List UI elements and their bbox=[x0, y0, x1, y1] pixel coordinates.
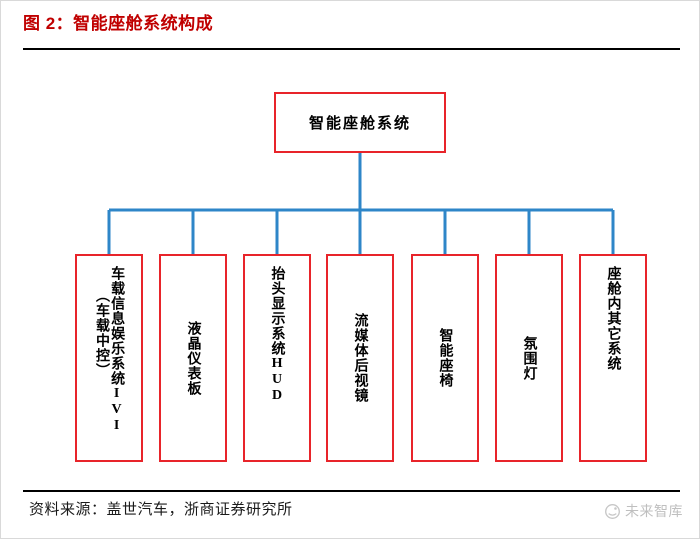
node-leaf-smart-seat-label: 智能座椅 bbox=[437, 328, 453, 388]
node-leaf-lcd-cluster-text: 液晶仪表板 bbox=[161, 256, 225, 460]
node-leaf-ivi-text: 车载信息娱乐系统IVI （车载中控） bbox=[77, 256, 141, 460]
node-leaf-ambient-light-text: 氛围灯 bbox=[497, 256, 561, 460]
node-leaf-smart-seat[interactable]: 智能座椅 bbox=[411, 254, 479, 462]
node-leaf-streaming-mirror-label: 流媒体后视镜 bbox=[352, 313, 368, 403]
node-leaf-other-systems[interactable]: 座舱内其它系统 bbox=[579, 254, 647, 462]
node-leaf-other-systems-text: 座舱内其它系统 bbox=[581, 256, 645, 460]
node-leaf-ambient-light-label: 氛围灯 bbox=[521, 335, 537, 381]
node-leaf-ambient-light[interactable]: 氛围灯 bbox=[495, 254, 563, 462]
watermark: 未来智库 bbox=[604, 501, 683, 521]
circle-logo-icon bbox=[605, 503, 620, 519]
node-leaf-lcd-cluster[interactable]: 液晶仪表板 bbox=[159, 254, 227, 462]
node-leaf-hud[interactable]: 抬头显示系统HUD bbox=[243, 254, 311, 462]
node-leaf-hud-text: 抬头显示系统HUD bbox=[245, 256, 309, 460]
node-leaf-smart-seat-text: 智能座椅 bbox=[413, 256, 477, 460]
node-leaf-streaming-mirror[interactable]: 流媒体后视镜 bbox=[326, 254, 394, 462]
node-leaf-other-systems-label: 座舱内其它系统 bbox=[605, 266, 621, 371]
node-leaf-ivi[interactable]: 车载信息娱乐系统IVI （车载中控） bbox=[75, 254, 143, 462]
node-root[interactable]: 智能座舱系统 bbox=[274, 92, 446, 153]
page-title: 图 2：智能座舱系统构成 bbox=[23, 14, 214, 33]
figure-title-area: 图 2：智能座舱系统构成 bbox=[23, 13, 679, 47]
footer-divider bbox=[23, 490, 680, 492]
node-leaf-ivi-label: 车载信息娱乐系统IVI bbox=[109, 266, 125, 434]
org-chart-diagram: 智能座舱系统 车载信息娱乐系统IVI （车载中控） 液晶仪表板 抬头显示系统HU… bbox=[1, 56, 699, 486]
node-leaf-streaming-mirror-text: 流媒体后视镜 bbox=[328, 256, 392, 460]
node-leaf-hud-label: 抬头显示系统HUD bbox=[269, 266, 285, 404]
node-leaf-ivi-sublabel: （车载中控） bbox=[94, 288, 109, 378]
node-root-label: 智能座舱系统 bbox=[308, 116, 411, 132]
connector-lines bbox=[107, 153, 615, 254]
title-divider bbox=[23, 48, 680, 50]
source-note: 资料来源：盖世汽车，浙商证券研究所 bbox=[29, 502, 293, 518]
node-leaf-lcd-cluster-label: 液晶仪表板 bbox=[185, 320, 201, 396]
watermark-label: 未来智库 bbox=[625, 503, 683, 519]
